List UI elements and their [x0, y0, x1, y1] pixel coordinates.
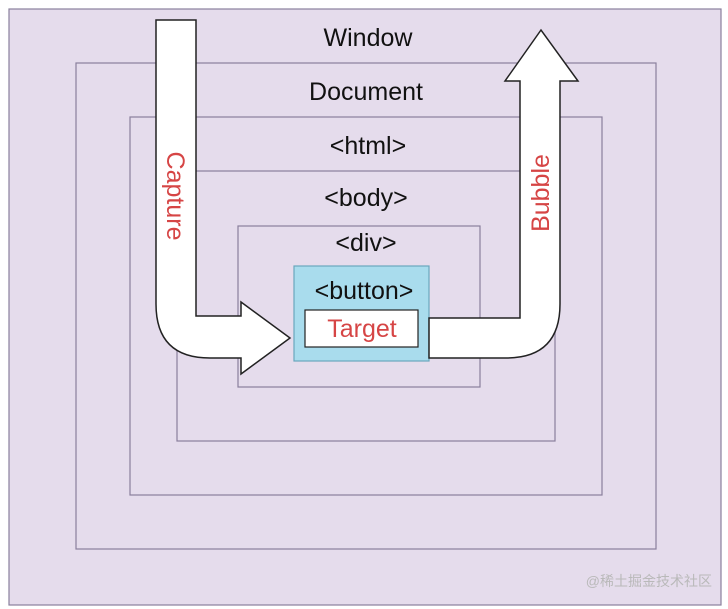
bubble-arrow	[428, 28, 580, 359]
window-label: Window	[324, 24, 414, 52]
div-label: <div>	[335, 229, 396, 257]
html-box	[129, 116, 603, 496]
document-box	[75, 62, 657, 550]
capture-label: Capture	[161, 152, 189, 241]
target-label: Target	[327, 315, 397, 343]
watermark: @稀土掘金技术社区	[586, 573, 712, 589]
html-label: <html>	[330, 132, 406, 160]
button-label: <button>	[315, 277, 414, 305]
bubble-label: Bubble	[527, 154, 555, 232]
body-label: <body>	[324, 184, 407, 212]
document-label: Document	[309, 78, 423, 106]
target-box	[304, 309, 419, 348]
capture-arrow	[155, 19, 292, 376]
div-box	[237, 225, 481, 388]
